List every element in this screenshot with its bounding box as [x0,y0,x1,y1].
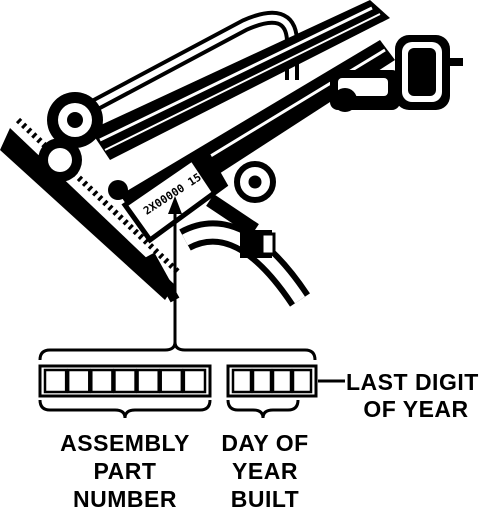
assembly-digit-box [136,368,160,394]
day-label-line1: DAY OF [221,430,309,456]
day-brace [226,399,300,419]
assembly-digit-box [159,368,184,394]
assembly-digit-box [90,368,114,394]
code-boxes [38,364,318,398]
top-brace [38,341,317,361]
pivot-joint [38,92,128,200]
assembly-label-line2: PART [93,458,157,484]
day-label-line2: YEAR [232,458,298,484]
last-digit-label-line1: LAST DIGIT [346,369,479,395]
assembly-label-line3: NUMBER [73,486,177,512]
day-label-line3: BUILT [230,486,300,512]
pointer-arrow [168,196,182,343]
assembly-brace [38,399,212,419]
assembly-digit-box [113,368,137,394]
day-year-digit-box [291,368,313,394]
vacuum-canister [330,35,463,112]
assembly-digit-box [43,368,68,394]
day-year-digit-box [251,368,273,394]
assembly-digit-box [182,368,207,394]
assembly-digit-box [66,368,91,394]
day-year-digit-box [231,368,253,394]
adjusting-screw [240,230,276,258]
day-year-digit-box [271,368,293,394]
assembly-label-line1: ASSEMBLY [60,430,190,456]
last-digit-label-line2: OF YEAR [363,396,469,422]
long-arm [90,0,390,160]
stamped-tag [121,146,229,244]
